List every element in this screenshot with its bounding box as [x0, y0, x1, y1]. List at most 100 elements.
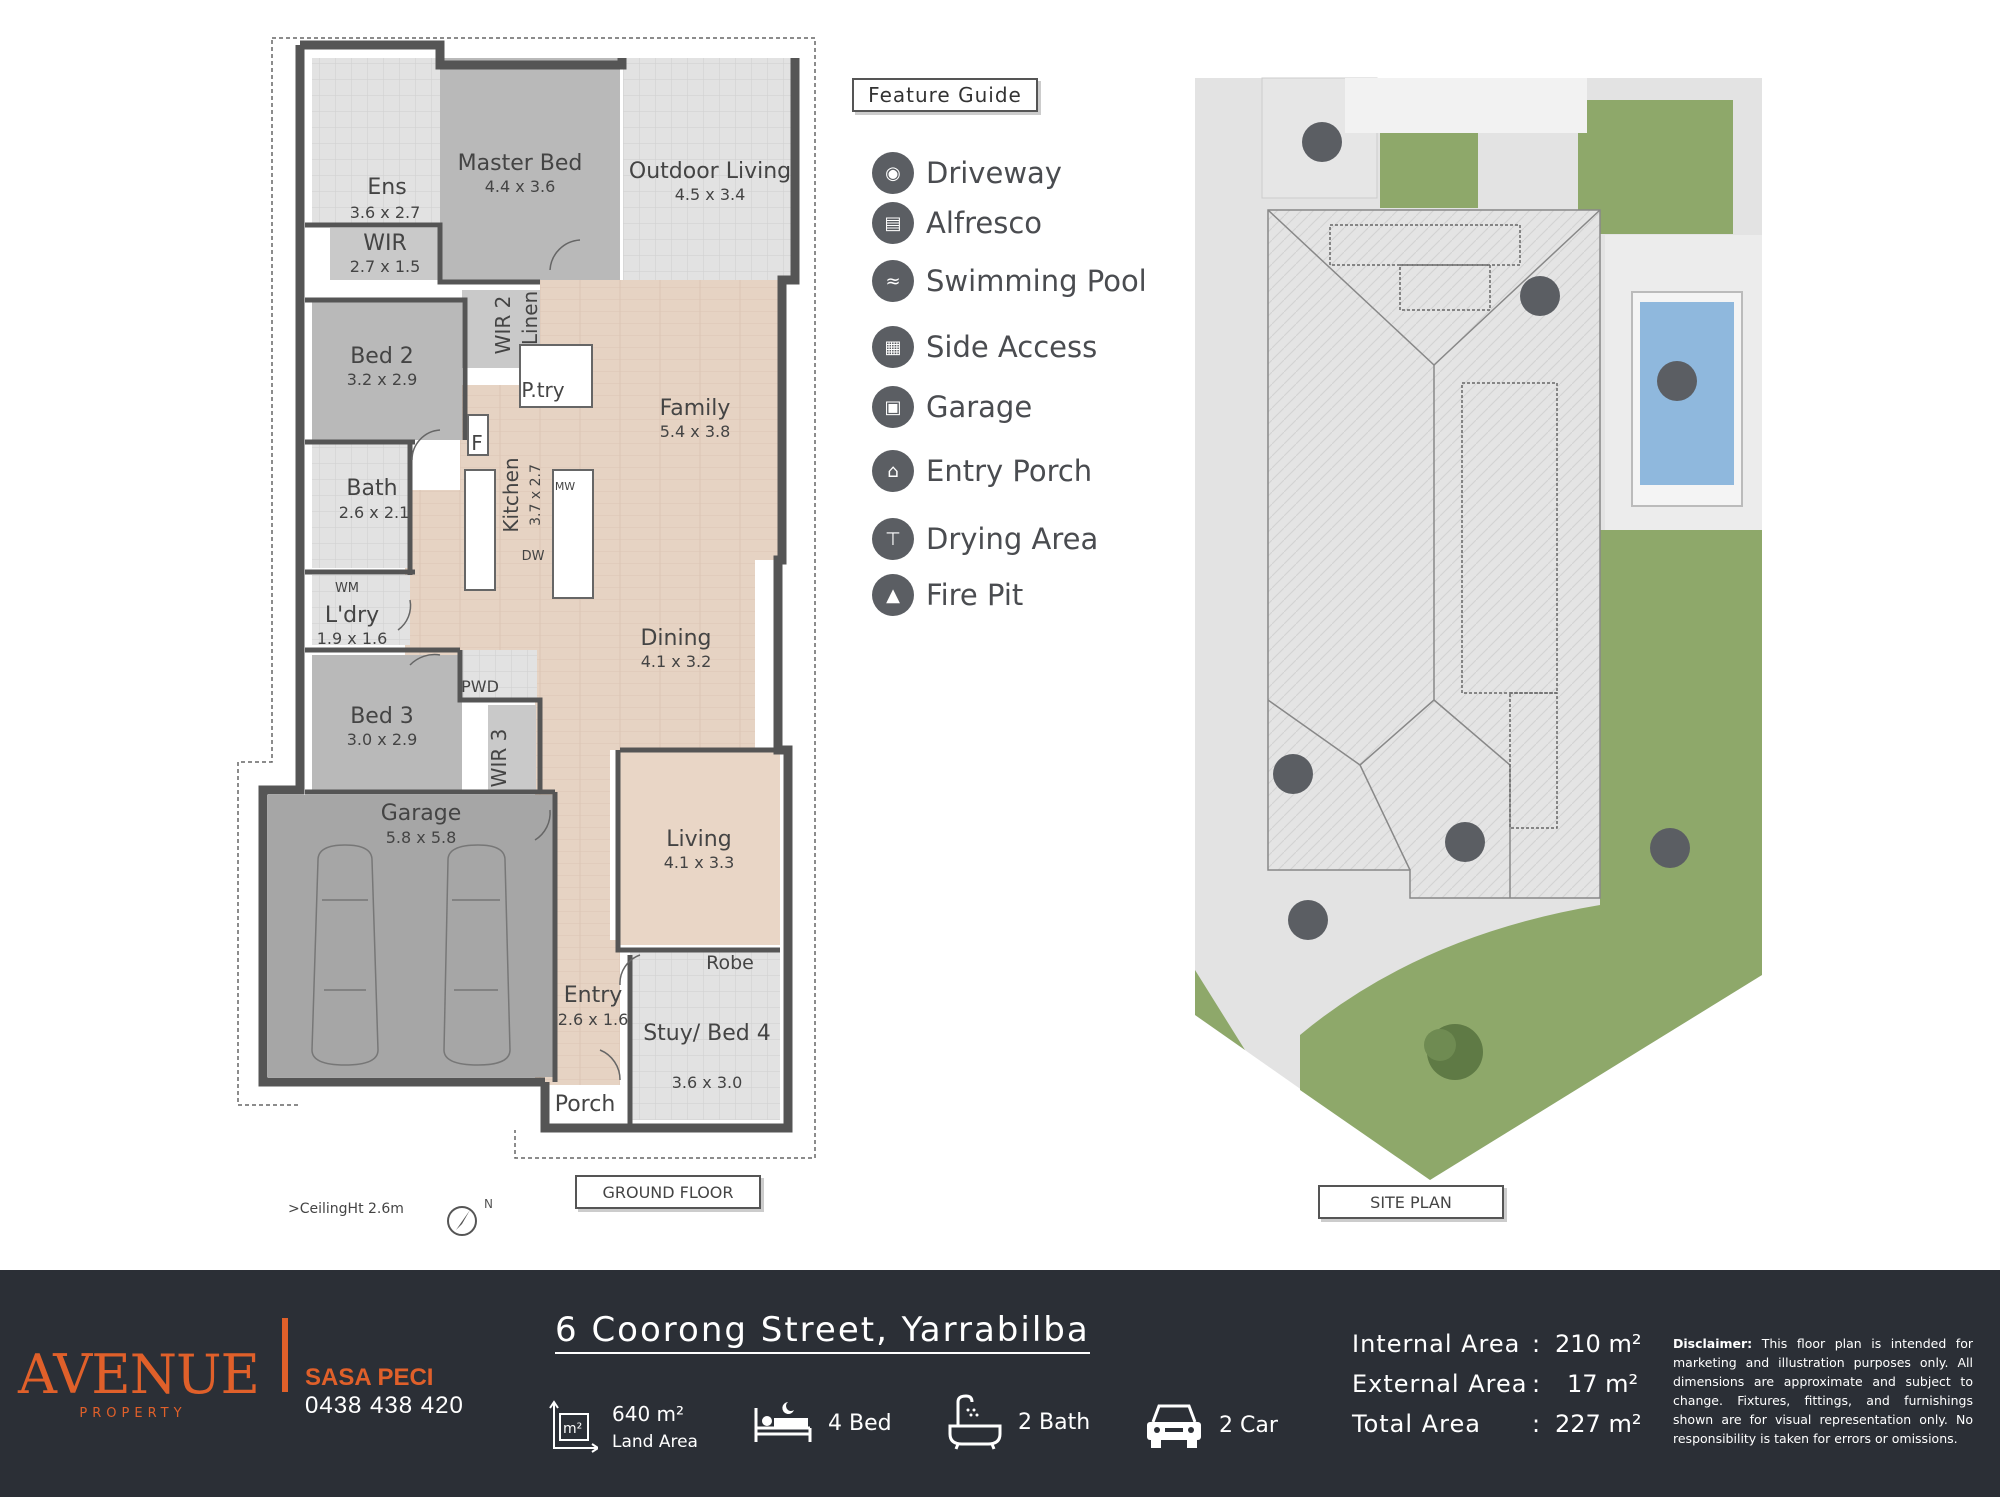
room-entry-dims: 2.6 x 1.6 [558, 1010, 629, 1029]
label-porch: Porch [555, 1092, 616, 1117]
car-icon: ◉ [872, 152, 914, 194]
brand-logo: AVENUE PROPERTY [18, 1348, 260, 1422]
room-ldry-dims: 1.9 x 1.6 [317, 629, 388, 648]
room-study-dims: 3.6 x 3.0 [672, 1073, 743, 1092]
pool-icon: ≈ [872, 260, 914, 302]
feature-pool-label: Swimming Pool [926, 264, 1147, 298]
feature-side-access-label: Side Access [926, 330, 1098, 364]
feature-alfresco-label: Alfresco [926, 206, 1043, 240]
room-living-dims: 4.1 x 3.3 [664, 853, 735, 872]
room-family-dims: 5.4 x 3.8 [660, 422, 731, 441]
car-outline-1 [311, 844, 379, 1066]
timber-floor [405, 280, 780, 1085]
area-row-total: Total Area : 227 m² [1352, 1410, 1642, 1438]
rotated-labels: WIR 2 Linen Kitchen 3.7 x 2.7 WIR 3 [487, 291, 544, 788]
room-ens-dims: 3.6 x 2.7 [350, 203, 421, 222]
feature-guide-title: Feature Guide [852, 78, 1038, 112]
car-icon [1147, 1404, 1201, 1448]
site-side-access-icon [1650, 828, 1690, 868]
label-linen: Linen [518, 291, 542, 345]
feature-entry-porch-label: Entry Porch [926, 454, 1093, 488]
footer-bar: AVENUE PROPERTY SASA PECI 0438 438 420 6… [0, 1270, 2000, 1497]
room-outdoor-dims: 4.5 x 3.4 [675, 185, 746, 204]
site-pool-icon [1657, 361, 1697, 401]
site-entry-icon [1445, 822, 1485, 862]
gate-icon: ▦ [872, 326, 914, 368]
feature-entry-porch: ⌂ Entry Porch [872, 450, 1092, 492]
agent-phone: 0438 438 420 [305, 1392, 464, 1419]
ceiling-note: >CeilingHt 2.6m [288, 1201, 404, 1217]
area-label: Total Area [1352, 1410, 1481, 1438]
feature-alfresco: ▤ Alfresco [872, 202, 1042, 244]
feature-driveway: ◉ Driveway [872, 152, 1062, 194]
svg-text:N: N [484, 1197, 493, 1211]
room-wir-dims: 2.7 x 1.5 [350, 257, 421, 276]
land-area-icon: m² [549, 1400, 598, 1453]
area-value: 17 m² [1567, 1370, 1639, 1398]
area-label: External Area [1352, 1370, 1528, 1398]
disclaimer-title: Disclaimer: [1673, 1336, 1753, 1351]
site-driveway-icon [1288, 900, 1328, 940]
land-area-value: 640 m² [612, 1402, 685, 1426]
room-bed2-name: Bed 2 [350, 344, 414, 369]
room-garage-name: Garage [381, 801, 462, 826]
label-wir2: WIR 2 [491, 296, 515, 355]
feature-garage-label: Garage [926, 390, 1033, 424]
site-fire-pit-icon [1302, 122, 1342, 162]
plan-canvas: Ens 3.6 x 2.7 Master Bed 4.4 x 3.6 Outdo… [237, 37, 1762, 1236]
feature-pool: ≈ Swimming Pool [872, 260, 1147, 302]
area-value: 210 m² [1555, 1330, 1642, 1358]
svg-text:m²: m² [563, 1421, 582, 1437]
room-dining-dims: 4.1 x 3.2 [641, 652, 712, 671]
site-alfresco-icon [1520, 276, 1560, 316]
ground-floor-caption: GROUND FLOOR [575, 1175, 761, 1209]
label-wir3: WIR 3 [487, 729, 511, 788]
room-study-name: Stuy/ Bed 4 [643, 1021, 771, 1046]
property-address: 6 Coorong Street, Yarrabilba [555, 1310, 1090, 1354]
label-ptry: P.try [521, 378, 564, 402]
room-outdoor-name: Outdoor Living [629, 159, 791, 184]
feature-fire-pit-label: Fire Pit [926, 578, 1024, 612]
spec-cars: 2 Car [1143, 1400, 1278, 1450]
bbq-icon: ▤ [872, 202, 914, 244]
disclaimer: Disclaimer: This floor plan is intended … [1673, 1334, 1973, 1448]
site-lawn-front [1300, 880, 1762, 1180]
site-garage-icon [1273, 754, 1313, 794]
north-arrow: N [447, 1197, 493, 1236]
label-kitchen-name: Kitchen [499, 457, 523, 532]
room-bath-dims: 2.6 x 2.1 [339, 503, 410, 522]
garage-icon: ▣ [872, 386, 914, 428]
label-wm: WM [335, 581, 359, 596]
label-robe: Robe [706, 952, 754, 974]
room-bath-name: Bath [346, 476, 397, 501]
spec-baths: 2 Bath [944, 1394, 1090, 1450]
bed-icon [754, 1402, 812, 1442]
agent-name: SASA PECI [305, 1364, 434, 1391]
feature-garage: ▣ Garage [872, 386, 1032, 428]
room-dining-name: Dining [640, 626, 711, 651]
feature-fire-pit: ▲ Fire Pit [872, 574, 1023, 616]
baths-value: 2 Bath [1018, 1409, 1091, 1435]
room-bed2-dims: 3.2 x 2.9 [347, 370, 418, 389]
area-label: Internal Area [1352, 1330, 1521, 1358]
room-bed3-dims: 3.0 x 2.9 [347, 730, 418, 749]
room-living-name: Living [666, 827, 731, 852]
beds-value: 4 Bed [828, 1410, 892, 1436]
room-master-dims: 4.4 x 3.6 [485, 177, 556, 196]
label-f: F [471, 431, 483, 455]
room-ldry-name: L'dry [325, 603, 379, 628]
room-family-name: Family [660, 396, 731, 421]
label-dw: DW [522, 549, 545, 564]
feature-driveway-label: Driveway [926, 156, 1062, 190]
room-garage-dims: 5.8 x 5.8 [386, 828, 457, 847]
room-bed3-name: Bed 3 [350, 704, 414, 729]
room-wir-name: WIR [363, 231, 407, 256]
clothesline-icon: ⊤ [872, 518, 914, 560]
site-plan [1195, 77, 1762, 1180]
label-kitchen-dims: 3.7 x 2.7 [528, 464, 544, 526]
land-area-label: Land Area [612, 1432, 698, 1452]
fire-icon: ▲ [872, 574, 914, 616]
floor-plan [237, 37, 816, 1159]
agent-divider [282, 1318, 288, 1392]
feature-drying-area: ⊤ Drying Area [872, 518, 1098, 560]
